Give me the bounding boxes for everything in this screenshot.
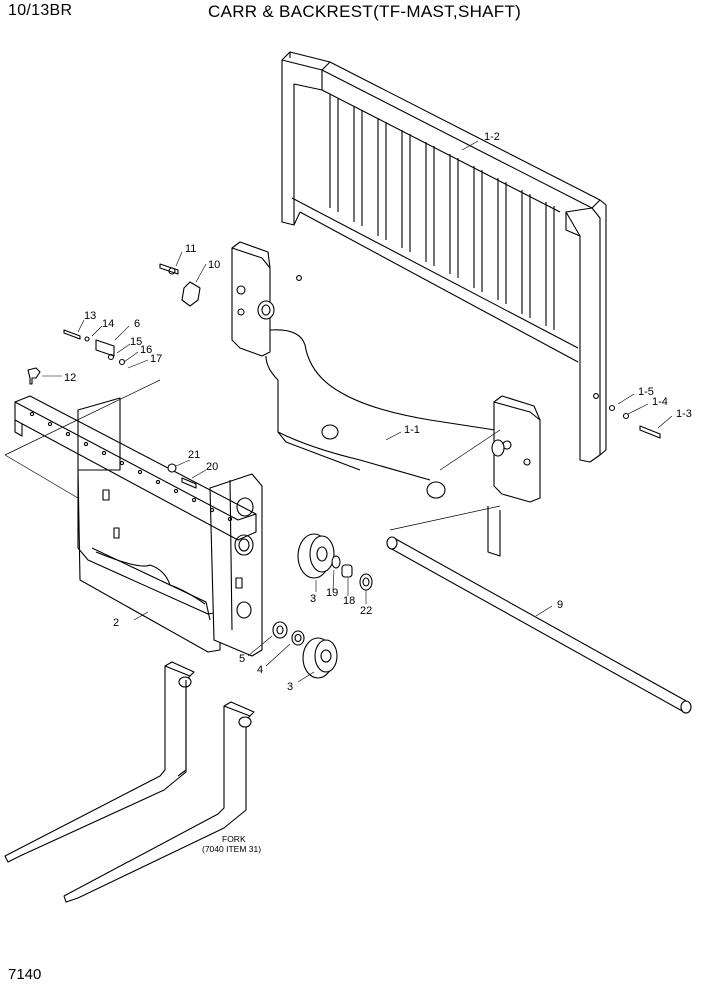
carriage-frame	[231, 241, 541, 557]
backrest-frame	[281, 51, 607, 463]
label-9: 9	[557, 599, 563, 611]
label-17: 17	[150, 353, 162, 365]
fork-note-line1: FORK	[222, 834, 246, 844]
rollers	[272, 533, 373, 679]
label-1-5: 1-5	[638, 386, 654, 398]
page-number: 7140	[8, 966, 42, 983]
shaft	[386, 536, 692, 714]
label-16: 16	[140, 344, 152, 356]
label-2: 2	[113, 617, 119, 629]
label-6: 6	[134, 318, 140, 330]
label-22: 22	[360, 605, 372, 617]
label-12: 12	[64, 372, 76, 384]
label-19: 19	[326, 587, 338, 599]
label-1-4: 1-4	[652, 396, 668, 408]
label-1-3: 1-3	[676, 408, 692, 420]
label-18: 18	[343, 595, 355, 607]
model-code: 10/13BR	[8, 2, 73, 19]
page-title: CARR & BACKREST(TF-MAST,SHAFT)	[208, 2, 522, 21]
label-14: 14	[102, 318, 114, 330]
part-labels: 1-2 1-1 1-5 1-4 1-3 2 3 3 4 5 6 9 10 11 …	[64, 131, 692, 854]
leader-lines	[42, 140, 673, 683]
label-10: 10	[208, 259, 220, 271]
forks	[4, 661, 255, 903]
label-15: 15	[130, 336, 142, 348]
label-20: 20	[206, 461, 218, 473]
small-hardware	[27, 263, 661, 489]
label-13: 13	[84, 310, 96, 322]
label-11: 11	[185, 243, 196, 255]
lower-carriage	[4, 379, 263, 657]
label-3-lower: 3	[287, 681, 293, 693]
label-1-2: 1-2	[484, 131, 500, 143]
label-4: 4	[257, 664, 263, 676]
label-5: 5	[239, 653, 245, 665]
label-1-1: 1-1	[404, 424, 420, 436]
label-3-upper: 3	[310, 593, 316, 605]
label-21: 21	[188, 449, 200, 461]
fork-note-line2: (7040 ITEM 31)	[202, 844, 261, 854]
